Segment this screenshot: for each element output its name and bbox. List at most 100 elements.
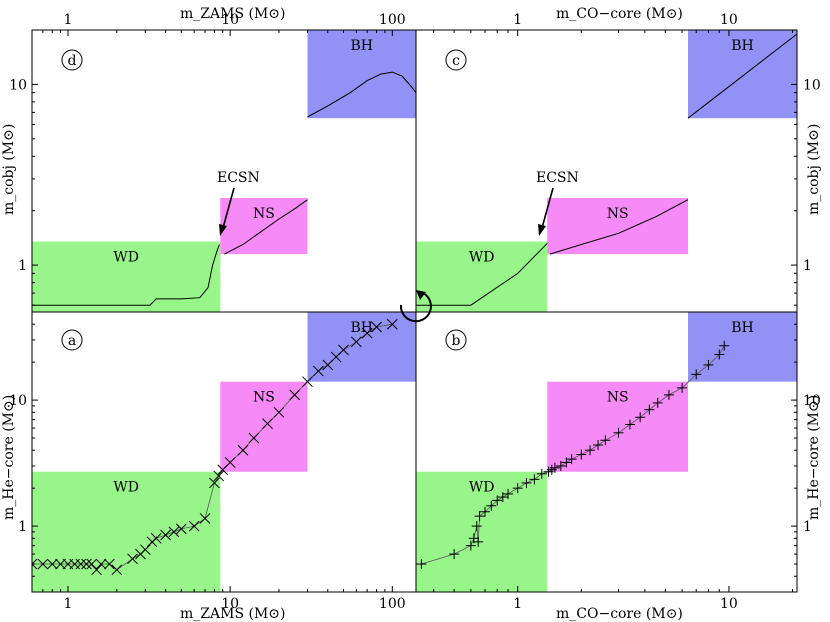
data-point-b-27 (624, 419, 635, 430)
marker-stroke (37, 558, 49, 570)
data-point-b-21 (566, 454, 577, 465)
data-point-a-10 (95, 558, 107, 570)
panel-label-a: a (68, 333, 76, 349)
data-point-a-32 (302, 376, 313, 388)
marker-stroke (55, 558, 66, 570)
marker-stroke (139, 544, 151, 556)
data-point-a-2 (46, 558, 58, 570)
data-point-a-27 (237, 444, 249, 456)
marker-stroke (289, 389, 301, 401)
data-point-b-0 (416, 559, 427, 570)
marker-stroke (273, 406, 285, 418)
region-label-ns-d: NS (253, 206, 275, 222)
series-line-c-1 (549, 199, 689, 255)
region-ns-c (547, 198, 688, 255)
data-point-a-37 (350, 336, 362, 348)
region-ns-b (547, 381, 688, 472)
panel-label-circle-c (445, 49, 467, 71)
marker-stroke (361, 327, 373, 339)
region-label-ns-b: NS (607, 390, 629, 406)
top-left-xlabel: m_ZAMS (M⊙) (180, 6, 285, 22)
marker-stroke (188, 520, 200, 532)
ecsn-arrow-left (222, 187, 235, 229)
marker-stroke (199, 513, 211, 524)
data-point-a-19 (168, 526, 180, 538)
ecsn-label-left: ECSN (217, 170, 260, 186)
y-tick-label-a-0: 1 (18, 519, 27, 535)
region-wd-d (32, 241, 221, 312)
data-point-b-25 (600, 435, 611, 446)
series-line-c-0 (416, 242, 548, 306)
cycle-arrow-icon (399, 290, 432, 323)
data-point-b-19 (555, 460, 566, 471)
data-point-a-30 (273, 406, 285, 418)
marker-stroke (46, 558, 58, 570)
marker-stroke (175, 523, 187, 535)
marker-stroke (160, 529, 171, 541)
region-label-wd-b: WD (469, 480, 495, 496)
y-tick-label-a-1: 10 (9, 393, 27, 409)
data-point-b-9 (492, 495, 503, 506)
data-point-a-17 (150, 532, 162, 544)
marker-stroke (313, 365, 324, 377)
marker-stroke (150, 532, 162, 544)
data-point-a-7 (81, 558, 92, 570)
data-point-a-13 (127, 553, 138, 565)
data-point-b-15 (536, 468, 547, 479)
data-point-b-32 (677, 382, 688, 393)
region-label-ns-c: NS (607, 206, 629, 222)
data-point-a-31 (289, 389, 301, 401)
data-point-b-28 (635, 412, 646, 423)
data-point-a-6 (75, 558, 87, 570)
data-point-a-23 (209, 477, 220, 489)
region-bh-c (687, 30, 797, 119)
data-point-b-22 (576, 449, 587, 460)
marker-stroke (104, 558, 115, 570)
region-wd-b (416, 471, 548, 592)
ecsn-arrowhead-right (538, 224, 546, 236)
ylabel-bottom-left: m_He−core (M⊙) (1, 395, 17, 520)
panel-label-c: c (452, 53, 460, 69)
y-tick-label-b-1: 10 (803, 393, 821, 409)
data-point-a-39 (371, 321, 382, 333)
data-point-b-11 (503, 488, 514, 499)
data-point-b-8 (486, 500, 497, 511)
data-point-a-3 (55, 558, 66, 570)
y-tick-label-c-1: 10 (803, 77, 821, 93)
marker-stroke (248, 432, 260, 444)
y-tick-label-c-0: 1 (803, 258, 812, 274)
data-point-b-31 (663, 389, 674, 400)
data-point-a-38 (361, 327, 373, 339)
ylabel-bottom-right: m_He−core (M⊙) (806, 395, 822, 520)
ylabel-top-left: m_cobj (M⊙) (1, 124, 17, 215)
marker-stroke (91, 564, 102, 576)
data-point-a-0 (32, 558, 38, 570)
marker-stroke (168, 526, 180, 538)
bottom-right-xlabel: m_CO−core (M⊙) (556, 606, 683, 622)
data-point-b-35 (714, 349, 725, 360)
marker-stroke (209, 477, 220, 489)
data-point-b-20 (561, 457, 572, 468)
x-tick-label-b-1: 10 (720, 596, 738, 612)
marker-stroke (95, 558, 107, 570)
marker-stroke (350, 336, 362, 348)
marker-stroke (111, 564, 123, 576)
data-point-b-26 (613, 427, 624, 438)
data-point-a-12 (111, 564, 123, 576)
region-label-wd-c: WD (469, 250, 495, 266)
data-point-a-15 (139, 544, 151, 556)
region-label-bh-d: BH (351, 38, 374, 54)
data-point-b-5 (473, 536, 484, 547)
data-point-a-21 (188, 520, 200, 532)
region-wd-c (416, 241, 548, 312)
data-point-b-1 (449, 549, 460, 560)
y-tick-label-d-0: 1 (18, 258, 27, 274)
marker-stroke (81, 558, 92, 570)
region-label-bh-b: BH (731, 320, 754, 336)
region-label-wd-a: WD (113, 480, 139, 496)
data-point-b-30 (652, 397, 663, 408)
region-label-bh-c: BH (731, 38, 754, 54)
